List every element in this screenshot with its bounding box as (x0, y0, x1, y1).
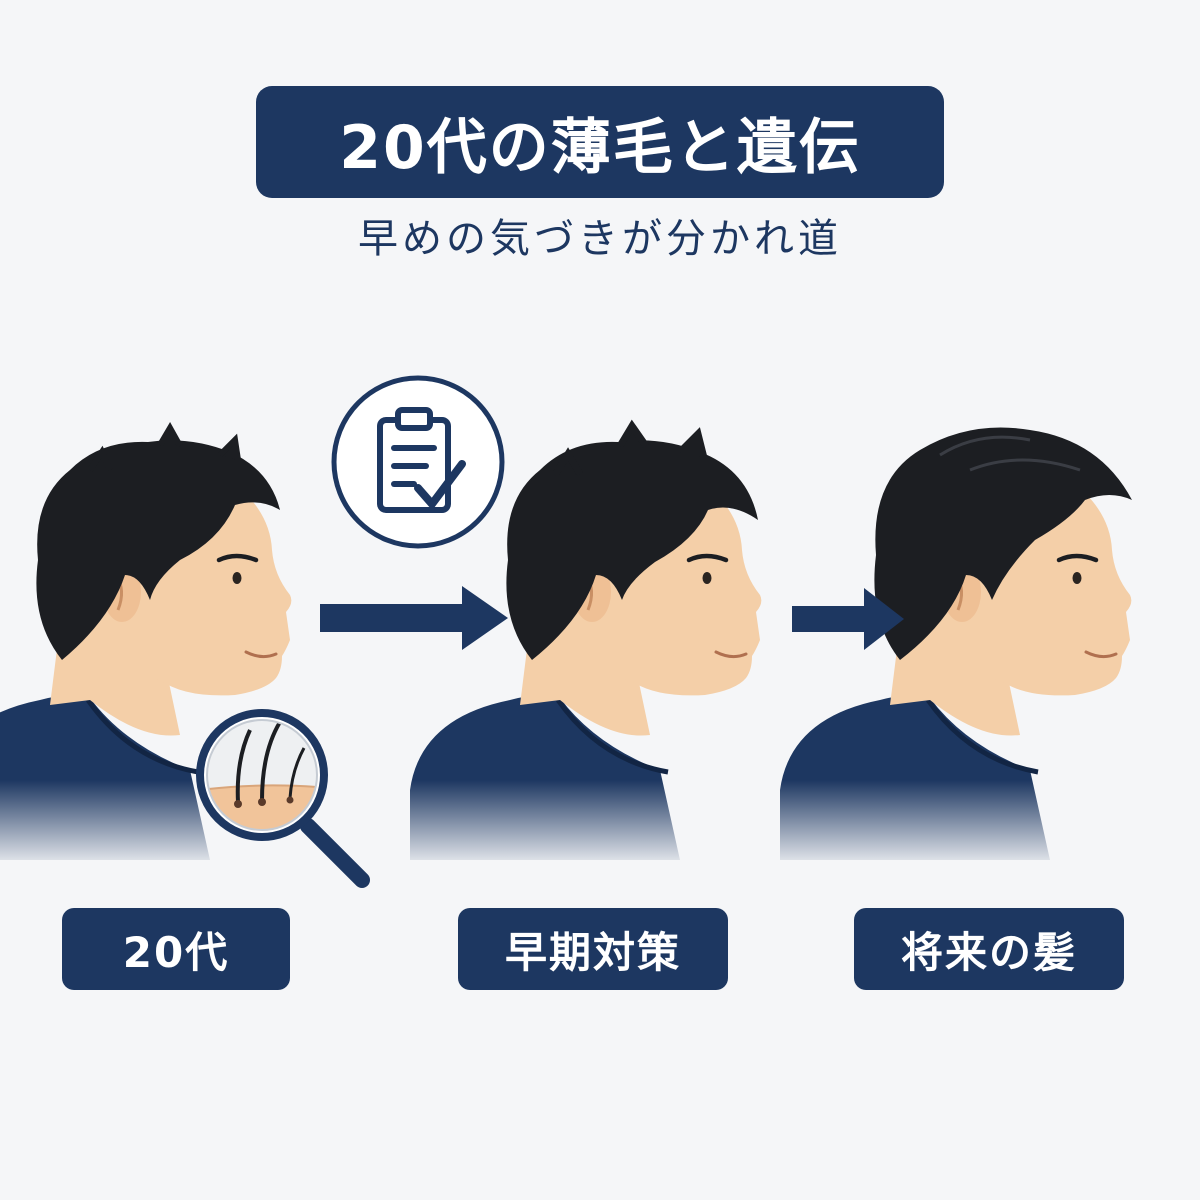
person-early-care (410, 419, 761, 860)
hair-medium (506, 440, 758, 660)
stage-label-text: 将来の髪 (900, 927, 1077, 977)
page-subtitle: 早めの気づきが分かれ道 (358, 216, 842, 262)
magnifying-glass-icon (196, 709, 370, 888)
stage-label-early-care: 早期対策 (458, 908, 728, 990)
stage-label-twenties: 20代 (62, 908, 290, 990)
clipboard-check-icon (331, 375, 505, 549)
page-title: 20代の薄毛と遺伝 (339, 112, 861, 183)
arrow-right-icon (320, 586, 508, 650)
stage-label-text: 早期対策 (504, 927, 681, 977)
title-banner: 20代の薄毛と遺伝 (256, 86, 944, 198)
arrow-right-icon (792, 588, 904, 650)
hair-full (874, 427, 1132, 660)
person-future-hair (780, 427, 1132, 861)
person-twenties (0, 421, 291, 860)
stage-label-text: 20代 (122, 927, 230, 977)
stage-label-future-hair: 将来の髪 (854, 908, 1124, 990)
hair-short (36, 440, 281, 660)
